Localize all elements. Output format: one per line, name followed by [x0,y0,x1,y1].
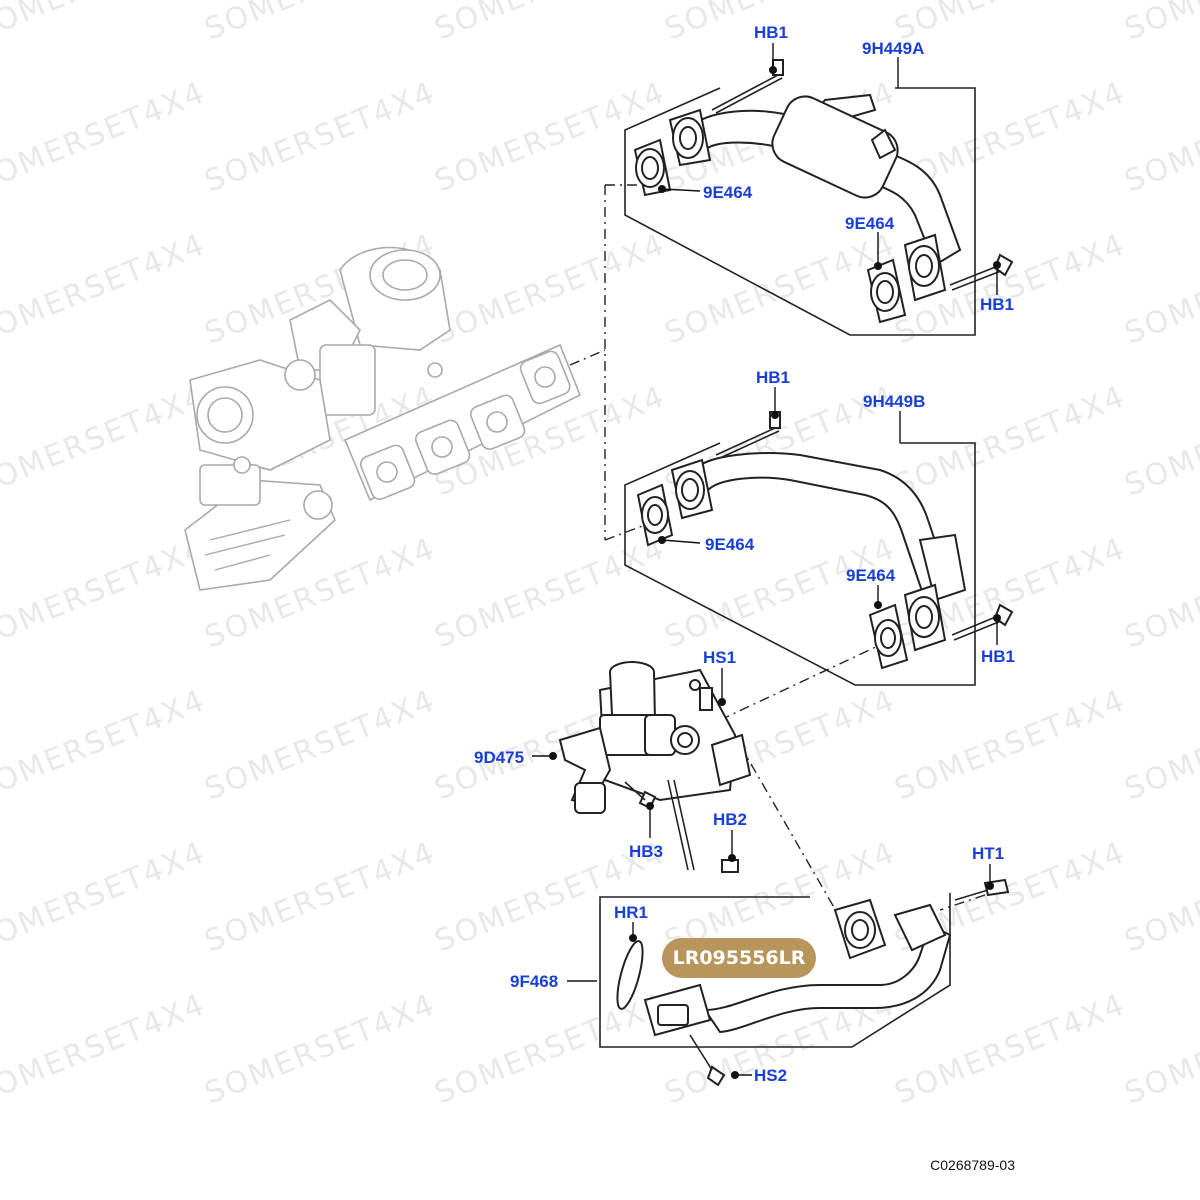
watermark-text: SOMERSET4X4 [200,987,441,1111]
watermark-text: SOMERSET4X4 [0,683,211,807]
egr-pipe-b-group [624,411,1014,686]
watermark-text: SOMERSET4X4 [200,835,441,959]
turbo-manifold-illustration [184,246,582,591]
label-gasket-a1: 9E464 [703,183,753,202]
label-pipe-9h449a: 9H449A [862,39,924,58]
watermark-text: SOMERSET4X4 [0,0,211,47]
label-hs2: HS2 [754,1066,787,1085]
badge-part-number: LR095556LR [673,947,806,969]
watermark-text: SOMERSET4X4 [1120,835,1200,959]
watermark-text: SOMERSET4X4 [200,0,441,47]
watermark-text: SOMERSET4X4 [200,683,441,807]
label-cooler-9f468: 9F468 [510,972,558,991]
watermark-text: SOMERSET4X4 [430,227,671,351]
label-hb1-top-b: HB1 [756,368,790,387]
cooler-pipe-group [599,878,1010,1087]
watermark-text: SOMERSET4X4 [0,531,211,655]
watermark-text: SOMERSET4X4 [0,75,211,199]
watermark-text: SOMERSET4X4 [1120,227,1200,351]
label-gasket-a2: 9E464 [845,214,895,233]
label-hb1-right-b: HB1 [981,647,1015,666]
label-gasket-b1: 9E464 [705,535,755,554]
label-ht1: HT1 [972,844,1004,863]
label-hb1-top-a: HB1 [754,23,788,42]
label-hb2: HB2 [713,810,747,829]
watermark-text: SOMERSET4X4 [890,0,1131,47]
label-hr1: HR1 [614,903,648,922]
watermark-text: SOMERSET4X4 [1120,379,1200,503]
egr-pipe-a-group [624,59,1014,336]
watermark-text: SOMERSET4X4 [1120,75,1200,199]
watermark-text: SOMERSET4X4 [660,227,901,351]
watermark-text: SOMERSET4X4 [1120,987,1200,1111]
label-gasket-b2: 9E464 [846,566,896,585]
watermark-text: SOMERSET4X4 [660,531,901,655]
label-hs1: HS1 [703,648,736,667]
watermark-text: SOMERSET4X4 [890,987,1131,1111]
watermark-text: SOMERSET4X4 [430,0,671,47]
watermark-text: SOMERSET4X4 [1120,683,1200,807]
leader-dots [549,66,1001,1079]
watermark-text: SOMERSET4X4 [890,379,1131,503]
watermark-text: SOMERSET4X4 [0,835,211,959]
badge-background [662,938,816,978]
label-pipe-9h449b: 9H449B [863,392,925,411]
watermark-text: SOMERSET4X4 [1120,531,1200,655]
watermark-text: SOMERSET4X4 [430,75,671,199]
watermark-text: SOMERSET4X4 [0,379,211,503]
label-hb1-right-a: HB1 [980,295,1014,314]
watermark-text: SOMERSET4X4 [890,683,1131,807]
watermark-text: SOMERSET4X4 [0,227,211,351]
callout-labels: HB1 9H449A 9E464 9E464 HB1 HB1 9H449B 9E… [474,23,1015,1085]
watermark-text: SOMERSET4X4 [0,987,211,1111]
label-hb3: HB3 [629,842,663,861]
watermark-text: SOMERSET4X4 [430,987,671,1111]
watermark-text: SOMERSET4X4 [200,75,441,199]
label-valve-9d475: 9D475 [474,748,524,767]
egr-valve-group [558,661,752,873]
routing-lines [569,184,986,936]
watermark-text: SOMERSET4X4 [430,531,671,655]
watermark-text: SOMERSET4X4 [1120,0,1200,47]
diagram-reference-code: C0268789-03 [930,1157,1015,1173]
part-number-badge: LR095556LR [662,938,816,978]
